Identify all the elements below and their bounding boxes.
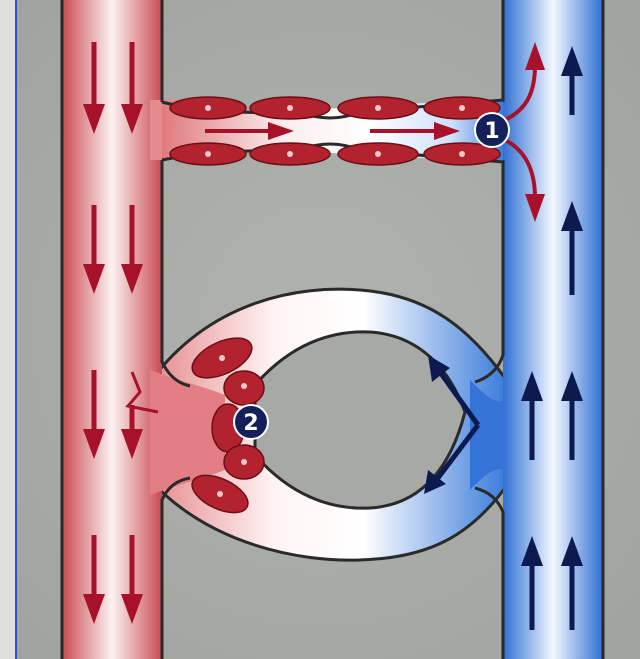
- venule-vessel: [503, 0, 603, 659]
- marker-1-label: 1: [484, 119, 499, 144]
- marker-2-label: 2: [243, 411, 258, 436]
- marker-1: 1: [475, 113, 509, 147]
- left-frame-strip: [0, 0, 16, 659]
- arteriole-vessel: [62, 0, 162, 659]
- marker-2: 2: [234, 405, 268, 439]
